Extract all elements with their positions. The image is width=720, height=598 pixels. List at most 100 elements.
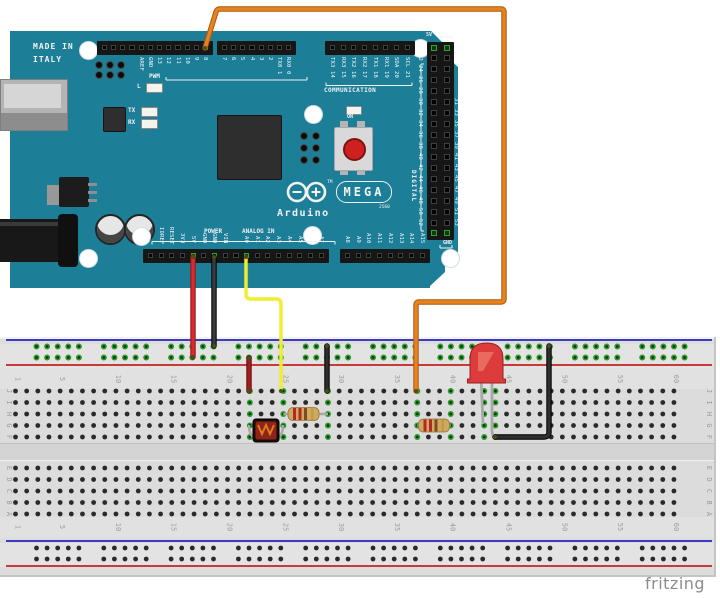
analog-b-pin-header[interactable] bbox=[340, 249, 430, 263]
icsp-header-pin[interactable] bbox=[311, 131, 320, 140]
pin-hole[interactable] bbox=[444, 220, 450, 226]
pin-hole[interactable] bbox=[431, 209, 437, 215]
pin-hole[interactable] bbox=[431, 154, 437, 160]
pin-hole[interactable] bbox=[419, 253, 425, 259]
pin-hole[interactable] bbox=[184, 45, 190, 51]
pin-hole[interactable] bbox=[431, 66, 437, 72]
icsp-header-pin[interactable] bbox=[299, 155, 308, 164]
pin-hole[interactable] bbox=[376, 253, 383, 259]
pin-hole[interactable] bbox=[444, 132, 450, 138]
pin-hole[interactable] bbox=[221, 45, 227, 51]
pin-hole[interactable] bbox=[157, 45, 163, 51]
pin-hole[interactable] bbox=[444, 198, 450, 204]
pin-hole[interactable] bbox=[240, 45, 246, 51]
pin-hole[interactable] bbox=[190, 253, 196, 259]
pin-hole[interactable] bbox=[444, 45, 450, 51]
icsp2-header-pin[interactable] bbox=[105, 70, 114, 79]
pin-hole[interactable] bbox=[120, 45, 126, 51]
reset-button-cap[interactable] bbox=[343, 138, 366, 161]
icsp-header-pin[interactable] bbox=[311, 155, 320, 164]
pin-hole[interactable] bbox=[201, 253, 207, 259]
pin-hole[interactable] bbox=[129, 45, 135, 51]
pin-hole[interactable] bbox=[179, 253, 186, 259]
pin-hole[interactable] bbox=[361, 45, 368, 51]
pin-hole[interactable] bbox=[147, 253, 153, 259]
pin-hole[interactable] bbox=[431, 165, 437, 171]
pin-hole[interactable] bbox=[431, 77, 437, 83]
pin-hole[interactable] bbox=[444, 121, 450, 127]
pin-hole[interactable] bbox=[444, 154, 450, 160]
pin-hole[interactable] bbox=[431, 121, 437, 127]
pin-hole[interactable] bbox=[169, 253, 175, 259]
pin-hole[interactable] bbox=[444, 187, 450, 193]
pin-hole[interactable] bbox=[329, 45, 335, 51]
pin-hole[interactable] bbox=[444, 165, 450, 171]
pin-hole[interactable] bbox=[297, 253, 303, 259]
pin-hole[interactable] bbox=[166, 45, 172, 51]
pin-hole[interactable] bbox=[212, 253, 218, 259]
pin-hole[interactable] bbox=[387, 253, 393, 259]
pin-hole[interactable] bbox=[267, 45, 273, 51]
pin-hole[interactable] bbox=[249, 45, 255, 51]
analog-a-pin-header[interactable] bbox=[239, 249, 329, 263]
pin-hole[interactable] bbox=[431, 88, 437, 94]
pin-hole[interactable] bbox=[444, 176, 450, 182]
pin-hole[interactable] bbox=[340, 45, 346, 51]
icsp2-header-pin[interactable] bbox=[116, 70, 125, 79]
pin-hole[interactable] bbox=[444, 66, 450, 72]
pin-hole[interactable] bbox=[277, 45, 283, 51]
pin-hole[interactable] bbox=[444, 143, 450, 149]
pin-hole[interactable] bbox=[233, 253, 239, 259]
pin-hole[interactable] bbox=[431, 110, 437, 116]
pin-hole[interactable] bbox=[344, 253, 350, 259]
icsp2-header-pin[interactable] bbox=[94, 60, 103, 69]
pin-hole[interactable] bbox=[275, 253, 282, 259]
pin-hole[interactable] bbox=[355, 253, 361, 259]
pin-hole[interactable] bbox=[222, 253, 228, 259]
icsp-header-pin[interactable] bbox=[299, 131, 308, 140]
pin-hole[interactable] bbox=[404, 45, 410, 51]
pin-hole[interactable] bbox=[254, 253, 260, 259]
pin-hole[interactable] bbox=[444, 209, 450, 215]
pin-hole[interactable] bbox=[265, 253, 271, 259]
pin-hole[interactable] bbox=[431, 143, 437, 149]
pin-hole[interactable] bbox=[138, 45, 144, 51]
pin-hole[interactable] bbox=[431, 176, 437, 182]
pin-hole[interactable] bbox=[431, 132, 437, 138]
pin-hole[interactable] bbox=[258, 45, 264, 51]
pin-hole[interactable] bbox=[231, 45, 237, 51]
icsp2-header-pin[interactable] bbox=[94, 70, 103, 79]
pin-hole[interactable] bbox=[286, 45, 292, 51]
pin-hole[interactable] bbox=[158, 253, 164, 259]
pin-hole[interactable] bbox=[431, 45, 437, 51]
pin-hole[interactable] bbox=[431, 230, 437, 236]
pin-hole[interactable] bbox=[394, 45, 400, 51]
icsp2-header-pin[interactable] bbox=[116, 60, 125, 69]
top-pin-header-digital[interactable] bbox=[217, 41, 296, 55]
pin-hole[interactable] bbox=[444, 77, 450, 83]
pin-hole[interactable] bbox=[444, 99, 450, 105]
pin-hole[interactable] bbox=[286, 253, 292, 259]
pin-hole[interactable] bbox=[431, 187, 437, 193]
top-pin-header-communication[interactable] bbox=[325, 41, 415, 55]
pin-hole[interactable] bbox=[203, 45, 209, 51]
pin-hole[interactable] bbox=[444, 88, 450, 94]
pin-hole[interactable] bbox=[444, 55, 450, 61]
icsp-header-pin[interactable] bbox=[311, 143, 320, 152]
pin-hole[interactable] bbox=[193, 45, 199, 51]
pin-hole[interactable] bbox=[372, 45, 378, 51]
pin-hole[interactable] bbox=[431, 220, 437, 226]
pin-hole[interactable] bbox=[383, 45, 389, 51]
pin-hole[interactable] bbox=[318, 253, 324, 259]
icsp-header-pin[interactable] bbox=[299, 143, 308, 152]
pin-hole[interactable] bbox=[243, 253, 249, 259]
pin-hole[interactable] bbox=[175, 45, 181, 51]
pin-hole[interactable] bbox=[431, 99, 437, 105]
pin-hole[interactable] bbox=[431, 55, 437, 61]
pin-hole[interactable] bbox=[431, 198, 437, 204]
pin-hole[interactable] bbox=[366, 253, 372, 259]
pin-hole[interactable] bbox=[444, 110, 450, 116]
reset-button[interactable] bbox=[334, 127, 373, 171]
